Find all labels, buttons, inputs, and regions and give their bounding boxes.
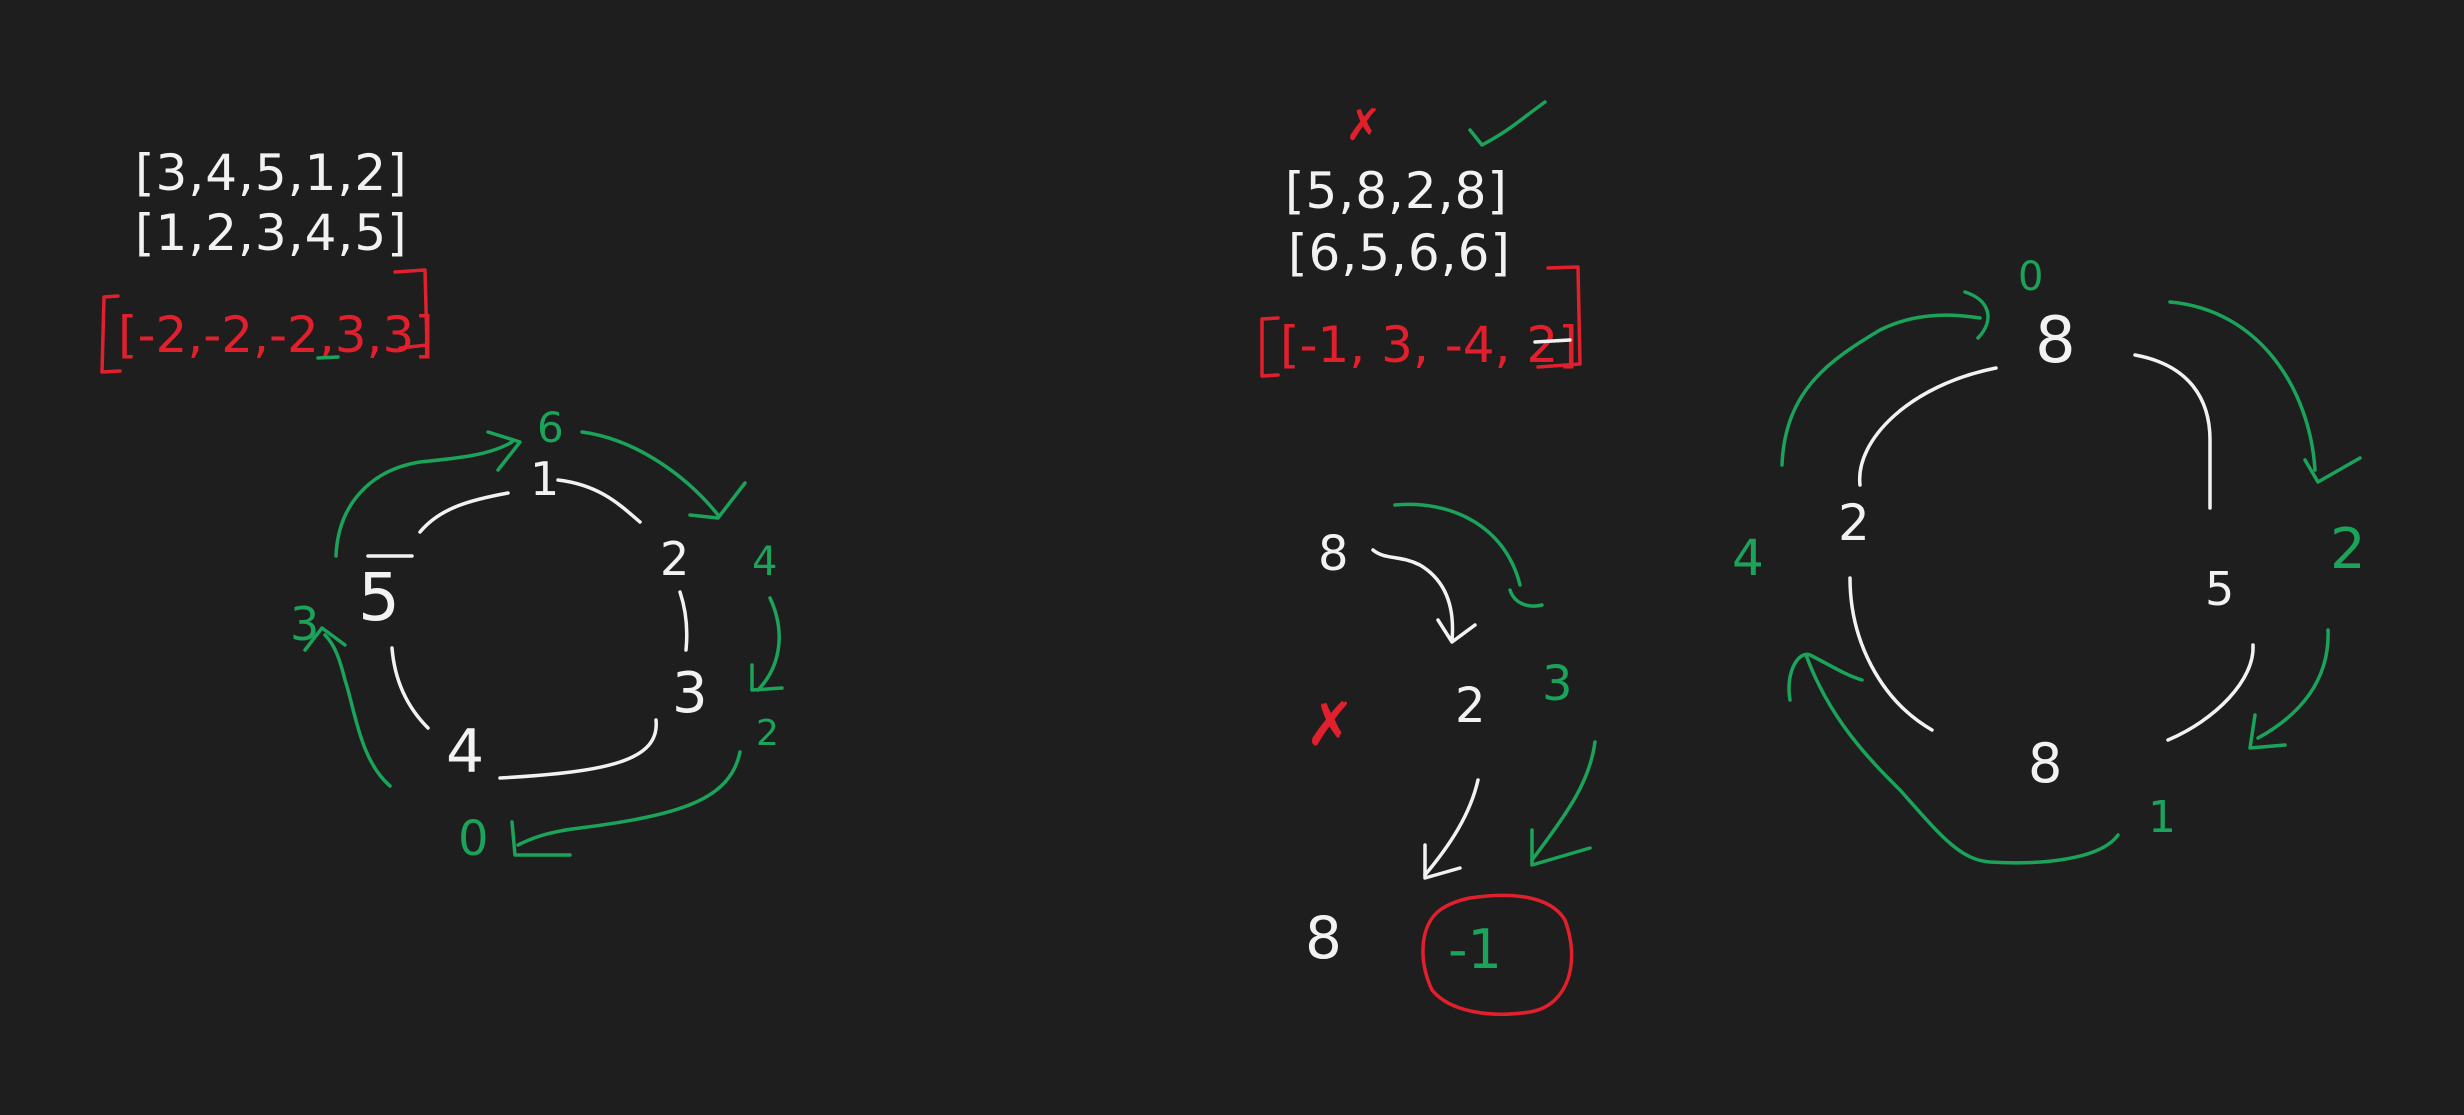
left-tank-arrow-5-1 [334,440,514,558]
left-tank-value-3: 3 [290,597,319,651]
chain-tank-arrow-1 [1393,502,1522,587]
left-node-5: 5 [358,559,400,636]
left-tank-value-0: 0 [458,811,489,867]
chain-result-circle [1421,893,1574,1016]
chain-tank-arrowhead-1 [1508,588,1544,608]
left-tank-arrowhead-1-2 [688,481,747,520]
ring-arc-2-8top [1858,366,1998,487]
left-tank-arrow-4-5 [323,633,392,788]
right-diff-bracket-left [1260,316,1280,378]
left-tank-value-4: 4 [752,539,777,585]
ring-node-8-bottom: 8 [2028,732,2062,795]
ring-arc-5-8bottom [2166,643,2255,742]
left-tank-value-2: 2 [756,713,779,754]
left-ring-arc-5-1 [418,491,510,534]
right-gas-array: [5,8,2,8] [1285,162,1508,220]
left-tank-arrow-2-3 [756,596,781,692]
left-gas-array: [3,4,5,1,2] [135,144,408,202]
ring-tank-value-4: 4 [1732,529,1764,587]
chain-node-8-top: 8 [1318,526,1349,582]
chain-arrow-2-8 [1423,778,1480,877]
left-node-1: 1 [530,452,559,506]
left-cost-array: [1,2,3,4,5] [135,204,408,262]
right-diff-bracket-right [1536,265,1582,369]
left-ring-arc-3-4 [498,718,658,780]
chain-arrowhead-2-8 [1423,843,1462,880]
left-example: [3,4,5,1,2] [1,2,3,4,5] [-2,-2,-2,3,3] 1… [100,144,784,867]
ring-tank-value-1: 1 [2148,792,2176,843]
ring-arc-8top-5 [2133,353,2212,510]
ring-node-8-top: 8 [2035,304,2076,378]
chain-result-value: -1 [1448,918,1502,981]
chain-arrowhead-8-2 [1436,618,1477,644]
left-node-4: 4 [446,717,484,787]
left-ring-arc-2-3 [678,590,689,652]
right-cost-array: [6,5,6,6] [1288,224,1511,282]
right-example: ✗ [5,8,2,8] [6,5,6,6] [-1, 3, -4, 2] 8 2… [1260,100,2366,1016]
left-node-3: 3 [672,661,708,726]
ring-tank-arrow-8bottom-2 [1804,653,2120,865]
right-diff-array: [-1, 3, -4, 2] [1280,316,1578,374]
left-node-2: 2 [660,532,689,586]
right-diff-underline [1533,338,1572,344]
ring-tank-value-0: 0 [2018,254,2043,300]
left-ring-arc-1-2 [556,478,642,524]
ring-tank-arrowhead-8bottom-2 [1787,652,1864,702]
ring-tank-arrow-8top-5 [2168,300,2317,472]
left-diff-bracket-right [393,268,429,350]
ring-tank-arrow-5-8bottom [2256,628,2330,740]
left-tank-arrow-3-4 [516,750,742,847]
ring-tank-value-2: 2 [2330,517,2366,582]
left-tank-arrowhead-2-3 [750,663,784,692]
left-tank-value-6: 6 [537,403,564,452]
right-wrong-mark: ✗ [1345,100,1382,151]
chain-tank-value-3: 3 [1542,656,1573,712]
left-diff-underline [316,355,340,360]
ring-arc-8bottom-2 [1848,576,1934,732]
chain-node-8-bottom: 8 [1305,904,1342,972]
chain-tank-arrowhead-2 [1530,828,1592,867]
ring-tank-arrow-2-8top [1780,313,1982,467]
chain-node-2: 2 [1455,678,1486,734]
left-ring-arc-4-5 [390,646,430,730]
left-diff-bracket-left [100,294,122,374]
ring-node-5: 5 [2205,562,2234,616]
chain-arrow-8-2 [1371,548,1455,642]
chain-tank-arrow-2 [1530,740,1597,862]
left-tank-arrowhead-4-5 [303,626,347,652]
ring-tank-arrowhead-5-8bottom [2248,713,2287,750]
left-diff-array: [-2,-2,-2,3,3] [118,306,434,364]
left-tank-arrowhead-3-4 [510,820,572,857]
left-tank-arrowhead-5-1 [486,430,522,472]
right-check-mark [1468,100,1547,147]
left-tank-arrow-1-2 [580,430,720,517]
ring-tank-arrowhead-2-8top [1963,290,1990,340]
chain-cross-mark: ✗ [1305,690,1355,760]
ring-node-2: 2 [1838,494,1870,552]
ring-tank-arrowhead-8top-5 [2303,456,2362,484]
